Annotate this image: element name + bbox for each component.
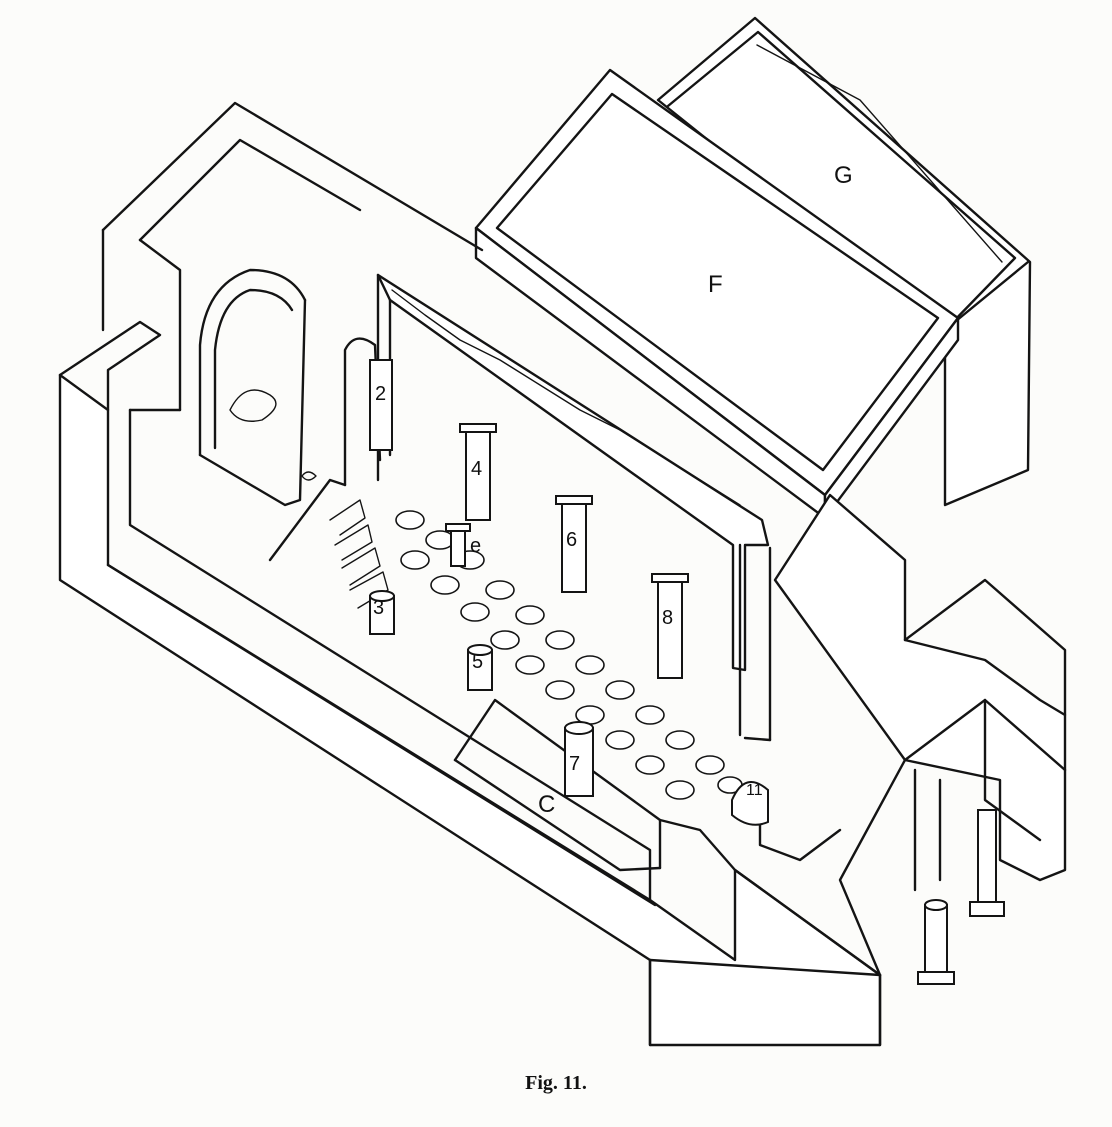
column-4 [459, 423, 497, 521]
column-number-2: 2 [375, 383, 386, 405]
column-number-6: 6 [566, 529, 577, 551]
portico-column-a [917, 899, 955, 985]
cobbled-pavement [395, 510, 743, 800]
room-label-g: G [834, 162, 853, 189]
column-2 [369, 359, 393, 451]
column-11 [731, 781, 769, 826]
isometric-plan-drawing: G F C 2 3 4 5 6 7 8 11 e [58, 16, 1067, 1047]
column-8 [651, 573, 689, 679]
mark-e: e [470, 535, 481, 557]
column-3 [369, 590, 395, 635]
column-number-5: 5 [472, 651, 483, 673]
room-label-c: C [538, 791, 555, 818]
outer-walls [58, 101, 1067, 1047]
column-number-7: 7 [569, 753, 580, 775]
column-7 [564, 721, 594, 797]
column-number-8: 8 [662, 607, 673, 629]
columns [369, 359, 1005, 985]
left-chamber [198, 268, 382, 562]
figure-caption: Fig. 11. [525, 1072, 587, 1094]
column-number-11: 11 [746, 782, 763, 799]
column-number-4: 4 [471, 458, 482, 480]
column-6 [555, 495, 593, 593]
building-f [474, 68, 960, 520]
column-number-3: 3 [373, 597, 384, 619]
column-e [445, 523, 471, 567]
portico-column-b [969, 809, 1005, 917]
labels: G F C 2 3 4 5 6 7 8 11 e [373, 162, 853, 818]
room-label-f: F [708, 271, 723, 298]
column-5 [467, 644, 493, 691]
